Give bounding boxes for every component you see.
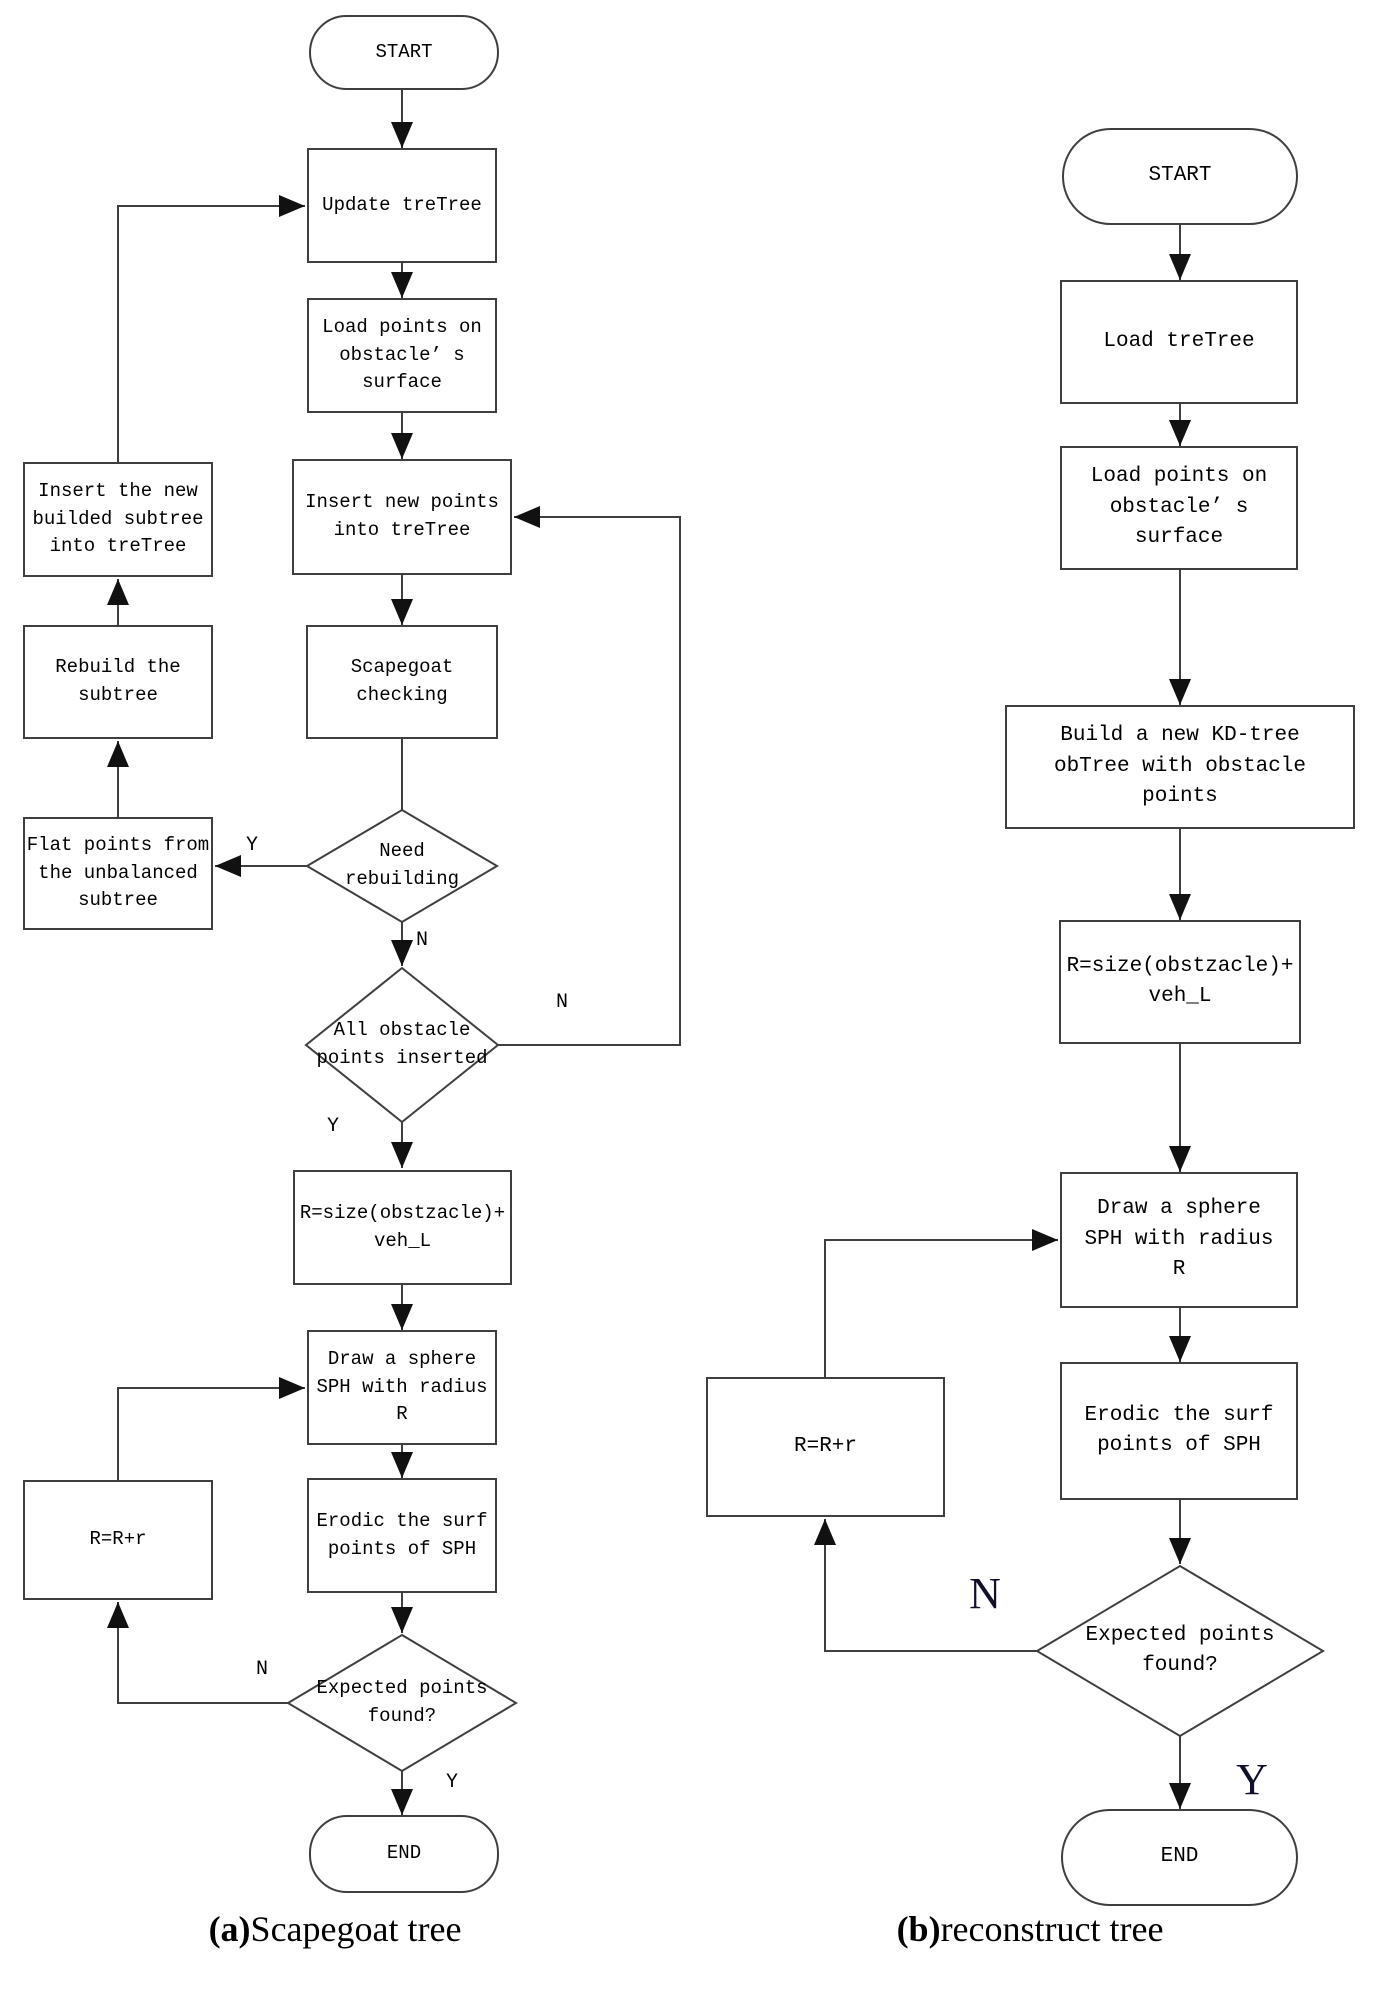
branch-label-y-rebuild: Y [245, 833, 258, 857]
node-label: START [1148, 164, 1212, 188]
flow-edge-rebuilt-return [117, 195, 305, 462]
terminator-start-a: START [309, 15, 499, 90]
flow-edge-insert-loop [498, 506, 681, 1046]
node-label: Load points on obstacle’ s surface [1090, 465, 1268, 550]
branch-label-y-all-inserted: Y [326, 1114, 339, 1138]
node-label: Draw a sphere SPH with radius R [316, 1348, 488, 1426]
caption-b-index: (b) [896, 1909, 941, 1949]
process-erodic-b: Erodic the surf points of SPH [1060, 1362, 1298, 1500]
decision-diamond-all-inserted [304, 966, 500, 1124]
process-flat-points: Flat points from the unbalanced subtree [23, 817, 213, 930]
flow-edge-grow-loop [107, 1602, 288, 1704]
process-rebuild-subtree: Rebuild the subtree [23, 625, 213, 739]
edges-chart-a [107, 90, 681, 1815]
process-build-kdtree: Build a new KD-tree obTree with obstacle… [1005, 705, 1355, 829]
node-label: Insert the new builded subtree into treT… [32, 480, 204, 558]
terminator-start-b: START [1062, 128, 1298, 225]
caption-a: (a) Scapegoat tree [185, 1908, 485, 1962]
branch-label-y-expected-b: Y [1236, 1754, 1268, 1804]
branch-label-n-expected-b: N [969, 1568, 1001, 1618]
decision-diamond-need-rebuilding [305, 808, 499, 924]
decision-diamond-expected-b [1035, 1564, 1325, 1738]
edges-chart-b [814, 225, 1325, 1809]
terminator-end-a: END [309, 1815, 499, 1893]
process-r-increment-b: R=R+r [706, 1377, 945, 1517]
decision-all-points-inserted: All obstacle points inserted [306, 968, 498, 1122]
node-label: R=R+r [89, 1528, 147, 1551]
node-label: R=size(obstzacle)+ veh_L [1066, 954, 1294, 1008]
process-draw-sphere-a: Draw a sphere SPH with radius R [307, 1330, 497, 1445]
process-load-points-b: Load points on obstacle’ s surface [1060, 446, 1298, 570]
caption-b: (b) reconstruct tree [880, 1908, 1180, 1962]
branch-label-n-expected-a: N [255, 1657, 268, 1681]
node-label: Rebuild the subtree [55, 656, 181, 706]
process-r-increment-a: R=R+r [23, 1480, 213, 1600]
flow-edge-redraw [117, 1377, 305, 1480]
process-scapegoat-checking: Scapegoat checking [306, 625, 498, 739]
process-load-points-a: Load points on obstacle’ s surface [307, 298, 497, 413]
process-erodic-a: Erodic the surf points of SPH [307, 1478, 497, 1593]
process-load-tretree: Load treTree [1060, 280, 1298, 404]
node-label: R=R+r [793, 1434, 857, 1458]
node-label: Scapegoat checking [350, 656, 454, 706]
node-label: Erodic the surf points of SPH [1084, 1403, 1274, 1457]
process-insert-builded-subtree: Insert the new builded subtree into treT… [23, 462, 213, 577]
decision-need-rebuilding: Need rebuilding [307, 810, 497, 922]
node-label: Load treTree [1103, 329, 1255, 353]
decision-expected-points-a: Expected points found? [288, 1635, 516, 1771]
decision-expected-points-b: Expected points found? [1037, 1566, 1323, 1736]
decision-diamond-expected-a [286, 1633, 518, 1773]
node-label: END [386, 1842, 422, 1865]
process-r-size-b: R=size(obstzacle)+ veh_L [1059, 920, 1301, 1044]
caption-b-text: reconstruct tree [940, 1909, 1164, 1949]
node-label: All obstacle points inserted [316, 1019, 488, 1069]
caption-a-index: (a) [208, 1909, 251, 1949]
node-label: Need rebuilding [344, 840, 460, 890]
process-r-size-a: R=size(obstzacle)+ veh_L [293, 1170, 512, 1285]
node-label: Flat points from the unbalanced subtree [26, 834, 210, 912]
flow-edge-redraw-b [824, 1229, 1058, 1377]
node-label: Load points on obstacle’ s surface [322, 316, 482, 394]
node-label: Draw a sphere SPH with radius R [1084, 1197, 1274, 1282]
branch-label-y-expected-a: Y [445, 1770, 458, 1794]
node-label: START [375, 40, 433, 63]
flow-edge-grow-loop-b [814, 1519, 1037, 1652]
process-draw-sphere-b: Draw a sphere SPH with radius R [1060, 1172, 1298, 1308]
node-label: Update treTree [322, 193, 482, 216]
caption-a-text: Scapegoat tree [250, 1909, 462, 1949]
node-label: R=size(obstzacle)+ veh_L [299, 1201, 506, 1252]
process-update-tretree: Update treTree [307, 148, 497, 263]
node-label: Insert new points into treTree [305, 491, 499, 541]
node-label: Expected points found? [316, 1677, 488, 1727]
branch-label-n-rebuild: N [415, 928, 428, 952]
node-label: Build a new KD-tree obTree with obstacle… [1053, 724, 1307, 809]
node-label: Expected points found? [1085, 1623, 1275, 1677]
terminator-end-b: END [1061, 1809, 1298, 1906]
branch-label-n-all-inserted: N [555, 990, 568, 1014]
process-insert-new-points: Insert new points into treTree [292, 459, 512, 575]
node-label: Erodic the surf points of SPH [316, 1509, 488, 1560]
node-label: END [1160, 1845, 1199, 1869]
